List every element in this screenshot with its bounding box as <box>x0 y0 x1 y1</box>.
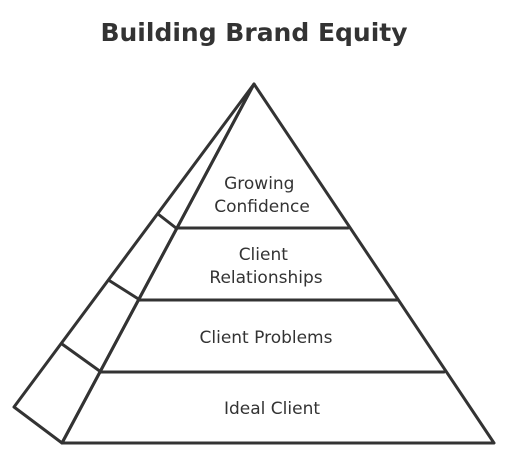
tier-label-client-problems: Client Problems <box>200 328 333 348</box>
tier-label-growing-confidence: Growing Confidence <box>214 174 310 217</box>
side-divider-2 <box>108 279 142 302</box>
side-divider-1 <box>156 212 178 230</box>
pyramid-side-face <box>12 82 256 445</box>
side-divider-3 <box>60 342 103 374</box>
tier-label-line: Growing <box>224 174 294 194</box>
tier-label-client-relationships: Client Relationships <box>209 245 322 288</box>
tier-label-line: Client Problems <box>200 328 333 348</box>
tier-label-line: Client <box>239 245 289 265</box>
pyramid-front-face <box>60 82 496 445</box>
tier-label-line: Confidence <box>214 197 310 217</box>
tier-label-ideal-client: Ideal Client <box>224 399 320 419</box>
diagram-title: Building Brand Equity <box>100 18 407 47</box>
tier-label-line: Ideal Client <box>224 399 320 419</box>
tier-label-line: Relationships <box>209 268 322 288</box>
